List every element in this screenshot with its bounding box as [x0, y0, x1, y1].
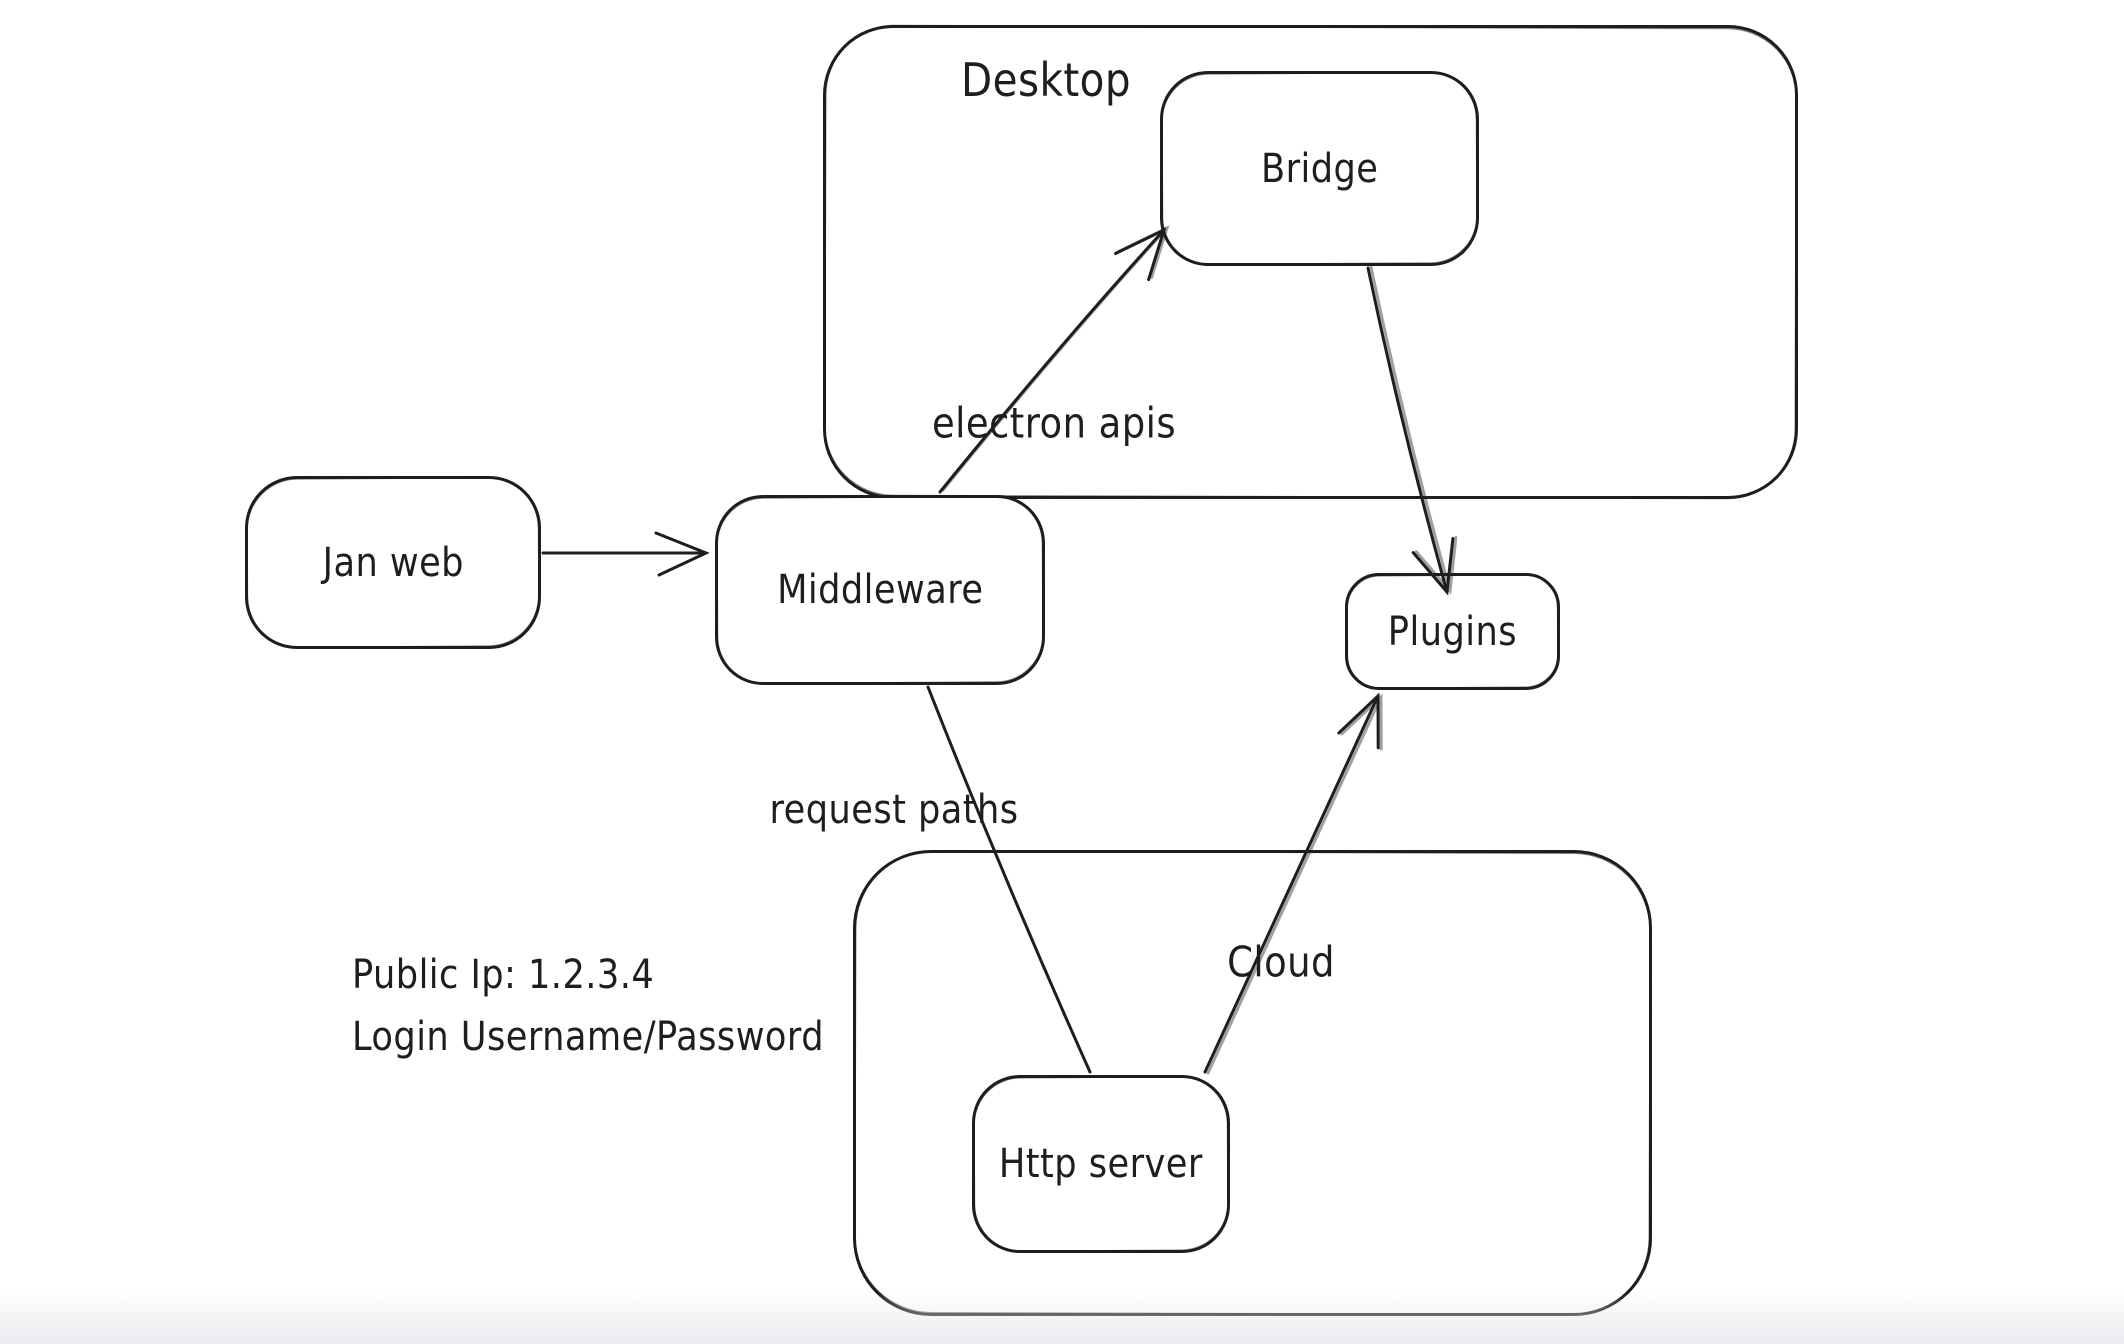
node-http-server[interactable]: Http server: [972, 1075, 1230, 1253]
node-jan-web-label: Jan web: [322, 539, 464, 586]
container-cloud-label: Cloud: [1227, 937, 1335, 987]
node-bridge[interactable]: Bridge: [1160, 71, 1479, 266]
edge-label-request-paths[interactable]: request paths: [769, 787, 1019, 833]
note-text[interactable]: Public Ip: 1.2.3.4 Login Username/Passwo…: [352, 944, 824, 1068]
edge-httpserver-plugins[interactable]: [1203, 692, 1380, 1074]
container-desktop-label: Desktop: [960, 53, 1132, 107]
node-plugins[interactable]: Plugins: [1345, 573, 1560, 690]
edge-middleware-bridge-sketch-pass: [941, 225, 1170, 492]
edge-middleware-httpserver[interactable]: [926, 685, 1092, 1074]
edge-bridge-plugins-sketch-pass: [1369, 265, 1458, 595]
node-jan-web[interactable]: Jan web: [245, 476, 541, 649]
note-line-login: Login Username/Password: [352, 1014, 824, 1060]
edge-label-electron-apis[interactable]: electron apis: [931, 398, 1177, 448]
node-http-server-label: Http server: [999, 1141, 1203, 1187]
node-middleware-label: Middleware: [776, 567, 984, 613]
node-plugins-label: Plugins: [1387, 608, 1518, 655]
node-bridge-label: Bridge: [1260, 145, 1379, 192]
note-line-public-ip: Public Ip: 1.2.3.4: [352, 952, 655, 998]
edge-httpserver-plugins-sketch-pass: [1206, 693, 1383, 1075]
container-desktop[interactable]: [823, 25, 1798, 499]
node-middleware[interactable]: Middleware: [715, 495, 1045, 685]
